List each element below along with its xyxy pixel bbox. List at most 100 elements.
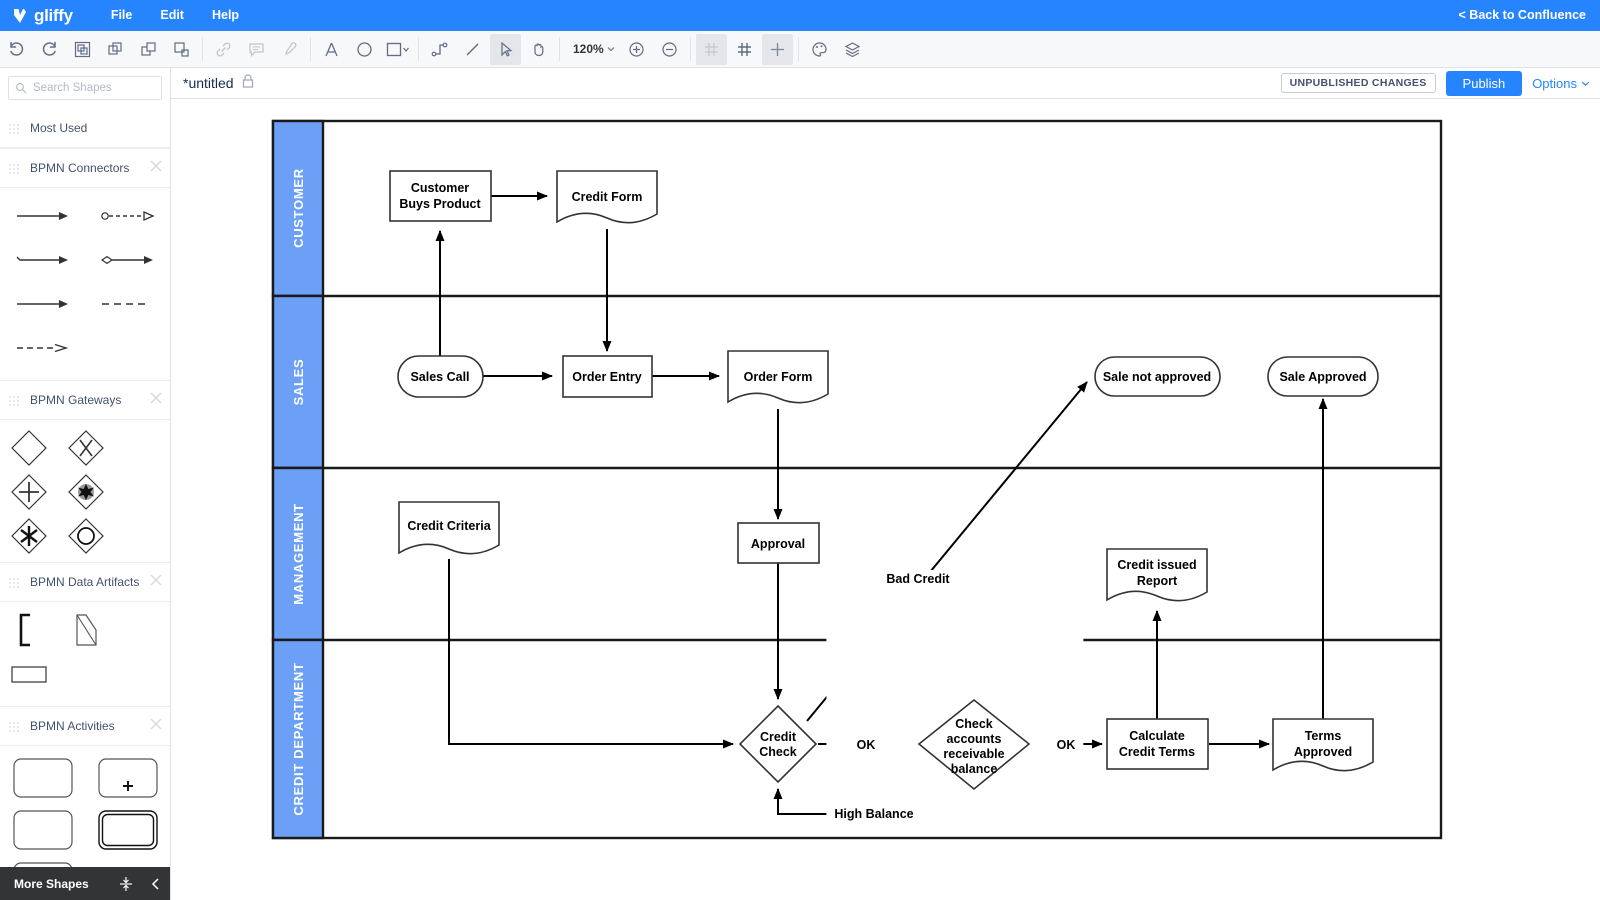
- bring-to-front-icon[interactable]: [133, 34, 164, 65]
- lock-icon[interactable]: [242, 73, 254, 93]
- duplicate-icon[interactable]: [100, 34, 131, 65]
- close-icon[interactable]: [150, 159, 162, 177]
- theme-palette-icon[interactable]: [804, 34, 835, 65]
- more-shapes-button[interactable]: More Shapes: [14, 876, 89, 891]
- node-credit-check[interactable]: Credit Check: [738, 704, 818, 784]
- drag-grip-icon[interactable]: [8, 394, 20, 406]
- section-title: BPMN Gateways: [30, 393, 122, 407]
- lane-header-credit-department[interactable]: [271, 638, 325, 840]
- lane-sales[interactable]: SALES: [271, 294, 1441, 470]
- guides-icon[interactable]: [761, 33, 793, 65]
- data-group-bracket-icon[interactable]: [0, 608, 57, 652]
- drag-grip-icon[interactable]: [8, 122, 20, 134]
- node-terms-approved[interactable]: Terms Approved: [1272, 718, 1374, 772]
- lane-header-customer[interactable]: [271, 119, 325, 298]
- zoom-out-icon[interactable]: [654, 34, 685, 65]
- pan-tool-icon[interactable]: [523, 34, 554, 65]
- close-icon[interactable]: [150, 573, 162, 591]
- layers-icon[interactable]: [837, 34, 868, 65]
- drag-grip-icon[interactable]: [8, 720, 20, 732]
- undo-icon[interactable]: [1, 34, 32, 65]
- arrow-solid-icon[interactable]: [0, 194, 85, 238]
- node-order-form[interactable]: Order Form: [727, 350, 829, 404]
- gateway-inclusive-circle-icon[interactable]: [57, 514, 114, 558]
- section-header-most-used[interactable]: Most Used: [0, 108, 170, 148]
- text-tool-icon[interactable]: [316, 34, 347, 65]
- zoom-in-icon[interactable]: [621, 34, 652, 65]
- dashed-open-arrow-icon[interactable]: [0, 326, 85, 370]
- dashed-line-icon[interactable]: [85, 282, 170, 326]
- close-icon[interactable]: [150, 717, 162, 735]
- document-title[interactable]: *untitled: [183, 75, 234, 91]
- data-annotation-icon[interactable]: [57, 608, 114, 652]
- search-input[interactable]: [33, 82, 153, 94]
- node-order-entry[interactable]: Order Entry: [562, 355, 653, 398]
- app-logo[interactable]: gliffy: [0, 6, 73, 26]
- section-title: BPMN Data Artifacts: [30, 575, 140, 589]
- menu-help[interactable]: Help: [211, 8, 240, 22]
- gateway-complex-asterisk-icon[interactable]: [0, 514, 57, 558]
- node-sale-approved[interactable]: Sale Approved: [1267, 356, 1379, 397]
- group-icon[interactable]: [67, 34, 98, 65]
- subprocess-double-border-icon[interactable]: [85, 804, 170, 856]
- node-credit-form[interactable]: Credit Form: [556, 170, 658, 224]
- node-sale-not-approved[interactable]: Sale not approved: [1094, 356, 1221, 397]
- circle-dashed-open-arrow-icon[interactable]: [85, 194, 170, 238]
- arrow-tail-solid-icon[interactable]: [0, 238, 85, 282]
- node-shape-diamond: [917, 698, 1031, 791]
- drag-grip-icon[interactable]: [8, 576, 20, 588]
- zoom-level-label: 120%: [573, 42, 604, 56]
- gateway-exclusive-x-icon[interactable]: [57, 426, 114, 470]
- task-rounded-icon[interactable]: [0, 804, 85, 856]
- node-credit-criteria[interactable]: Credit Criteria: [398, 501, 500, 555]
- redo-icon[interactable]: [34, 34, 65, 65]
- straight-line-icon[interactable]: [457, 34, 488, 65]
- node-approval[interactable]: Approval: [737, 522, 820, 564]
- menu-edit[interactable]: Edit: [160, 8, 184, 22]
- arrow-plain-icon[interactable]: [0, 282, 85, 326]
- gateway-event-shaded-icon[interactable]: [57, 470, 114, 514]
- snap-to-grid-icon[interactable]: [695, 33, 727, 65]
- rectangle-tool-icon[interactable]: [382, 34, 413, 65]
- expand-collapse-icon[interactable]: [111, 876, 141, 892]
- comment-icon[interactable]: [241, 34, 272, 65]
- diagram-canvas[interactable]: CUSTOMER SALES MANAGEMENT CREDIT DEPARTM…: [171, 99, 1600, 900]
- section-header-bpmn-activities[interactable]: BPMN Activities: [0, 706, 170, 746]
- lane-credit-department[interactable]: CREDIT DEPARTMENT: [271, 638, 325, 840]
- edge-criteria-to-creditcheck[interactable]: [448, 559, 734, 749]
- node-label-line4: balance: [951, 762, 998, 776]
- menu-file[interactable]: File: [110, 8, 133, 22]
- node-sales-call[interactable]: Sales Call: [397, 355, 484, 398]
- search-box[interactable]: [8, 76, 162, 100]
- node-calculate-credit-terms[interactable]: Calculate Credit Terms: [1106, 718, 1209, 770]
- options-dropdown[interactable]: Options: [1532, 76, 1590, 91]
- elbow-connector-icon[interactable]: [424, 34, 455, 65]
- node-credit-issued-report[interactable]: Credit issued Report: [1106, 548, 1208, 602]
- close-icon[interactable]: [150, 391, 162, 409]
- back-to-confluence-link[interactable]: < Back to Confluence: [1458, 8, 1586, 22]
- data-object-rect-icon[interactable]: [0, 652, 57, 696]
- node-check-ar-balance[interactable]: Check accounts receivable balance: [917, 698, 1031, 791]
- drag-grip-icon[interactable]: [8, 162, 20, 174]
- bpmn-swimlane-diagram[interactable]: CUSTOMER SALES MANAGEMENT CREDIT DEPARTM…: [171, 99, 1600, 900]
- ellipse-tool-icon[interactable]: [349, 34, 380, 65]
- lane-header-sales[interactable]: [271, 294, 325, 470]
- gateway-exclusive-empty-icon[interactable]: [0, 426, 57, 470]
- link-icon[interactable]: [208, 34, 239, 65]
- zoom-level-dropdown[interactable]: 120%: [564, 42, 620, 56]
- send-to-back-icon[interactable]: [166, 34, 197, 65]
- eyedropper-icon[interactable]: [274, 34, 305, 65]
- task-plain-icon[interactable]: [0, 752, 85, 804]
- select-tool-icon[interactable]: [490, 33, 521, 65]
- gateway-parallel-plus-icon[interactable]: [0, 470, 57, 514]
- show-grid-icon[interactable]: [729, 34, 760, 65]
- section-header-bpmn-data-artifacts[interactable]: BPMN Data Artifacts: [0, 562, 170, 602]
- lane-customer[interactable]: CUSTOMER: [271, 119, 1441, 298]
- section-header-bpmn-connectors[interactable]: BPMN Connectors: [0, 148, 170, 188]
- section-header-bpmn-gateways[interactable]: BPMN Gateways: [0, 380, 170, 420]
- diamond-arrow-icon[interactable]: [85, 238, 170, 282]
- task-plus-icon[interactable]: [85, 752, 170, 804]
- node-customer-buys-product[interactable]: Customer Buys Product: [389, 170, 492, 222]
- chevron-left-icon[interactable]: [141, 877, 170, 891]
- publish-button[interactable]: Publish: [1445, 70, 1523, 96]
